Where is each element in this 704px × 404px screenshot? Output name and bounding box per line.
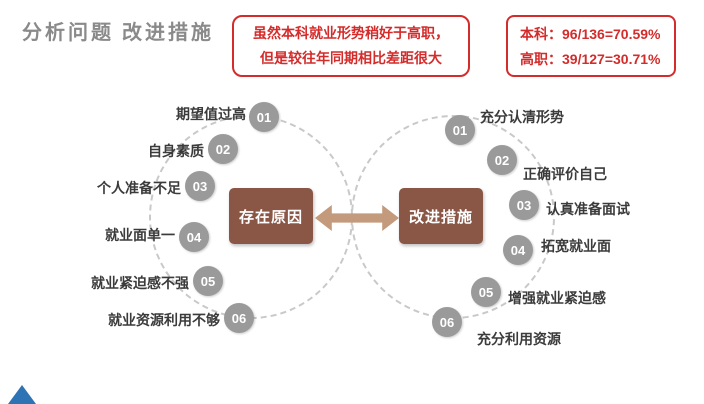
employment-stats-box: 本科：96/136=70.59% 高职：39/127=30.71% [506, 15, 676, 77]
measure-label: 拓宽就业面 [541, 238, 611, 254]
stat-undergraduate: 本科：96/136=70.59% [520, 25, 661, 42]
measure-number-badge: 03 [509, 190, 539, 220]
measure-number-badge: 04 [503, 235, 533, 265]
stat-vocational: 高职：39/127=30.71% [520, 50, 661, 67]
cause-label: 就业资源利用不够 [108, 312, 220, 328]
measure-number-badge: 01 [445, 115, 475, 145]
cause-number-badge: 01 [249, 102, 279, 132]
cause-label: 就业紧迫感不强 [91, 275, 189, 291]
cause-label: 就业面单一 [105, 227, 175, 243]
cause-number-badge: 05 [193, 266, 223, 296]
cause-number-badge: 03 [185, 171, 215, 201]
summary-line-2: 但是较往年同期相比差距很大 [260, 50, 442, 66]
measure-label: 正确评价自己 [523, 166, 607, 182]
measure-number-badge: 02 [487, 145, 517, 175]
causes-center-box: 存在原因 [229, 188, 313, 244]
cause-number-badge: 04 [179, 222, 209, 252]
cause-number-badge: 06 [224, 303, 254, 333]
measure-label: 认真准备面试 [546, 201, 630, 217]
measure-label: 充分认清形势 [480, 109, 564, 125]
measure-label: 增强就业紧迫感 [508, 290, 606, 306]
cause-label: 期望值过高 [176, 106, 246, 122]
summary-line-1: 虽然本科就业形势稍好于高职， [253, 25, 449, 41]
measure-number-badge: 06 [432, 307, 462, 337]
cause-label: 自身素质 [148, 143, 204, 159]
measure-number-badge: 05 [471, 277, 501, 307]
cause-number-badge: 02 [208, 134, 238, 164]
measure-label: 充分利用资源 [477, 331, 561, 347]
corner-triangle-decoration [8, 385, 36, 404]
summary-callout-box: 虽然本科就业形势稍好于高职， 但是较往年同期相比差距很大 [232, 15, 470, 77]
page-title: 分析问题 改进措施 [22, 22, 214, 44]
measures-center-box: 改进措施 [399, 188, 483, 244]
cause-label: 个人准备不足 [97, 180, 181, 196]
